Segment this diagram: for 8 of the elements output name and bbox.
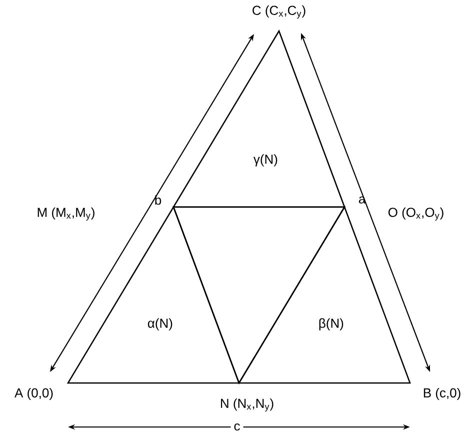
vertex-label: C (C$_{x}$,C$_{y}$) <box>252 5 306 19</box>
vertex-label: A (0,0) <box>14 388 53 400</box>
vertex-label: M (M$_{x}$,M$_{y}$) <box>38 207 94 221</box>
vertex-label: B (c,0) <box>424 388 460 400</box>
vertex-label: N (N$_{x}$,N$_{y}$) <box>221 398 274 412</box>
vertex-label: b <box>155 195 162 205</box>
vertex-label: c <box>230 420 244 434</box>
vertex-label: O (O$_{x}$,O$_{y}$) <box>388 207 444 221</box>
